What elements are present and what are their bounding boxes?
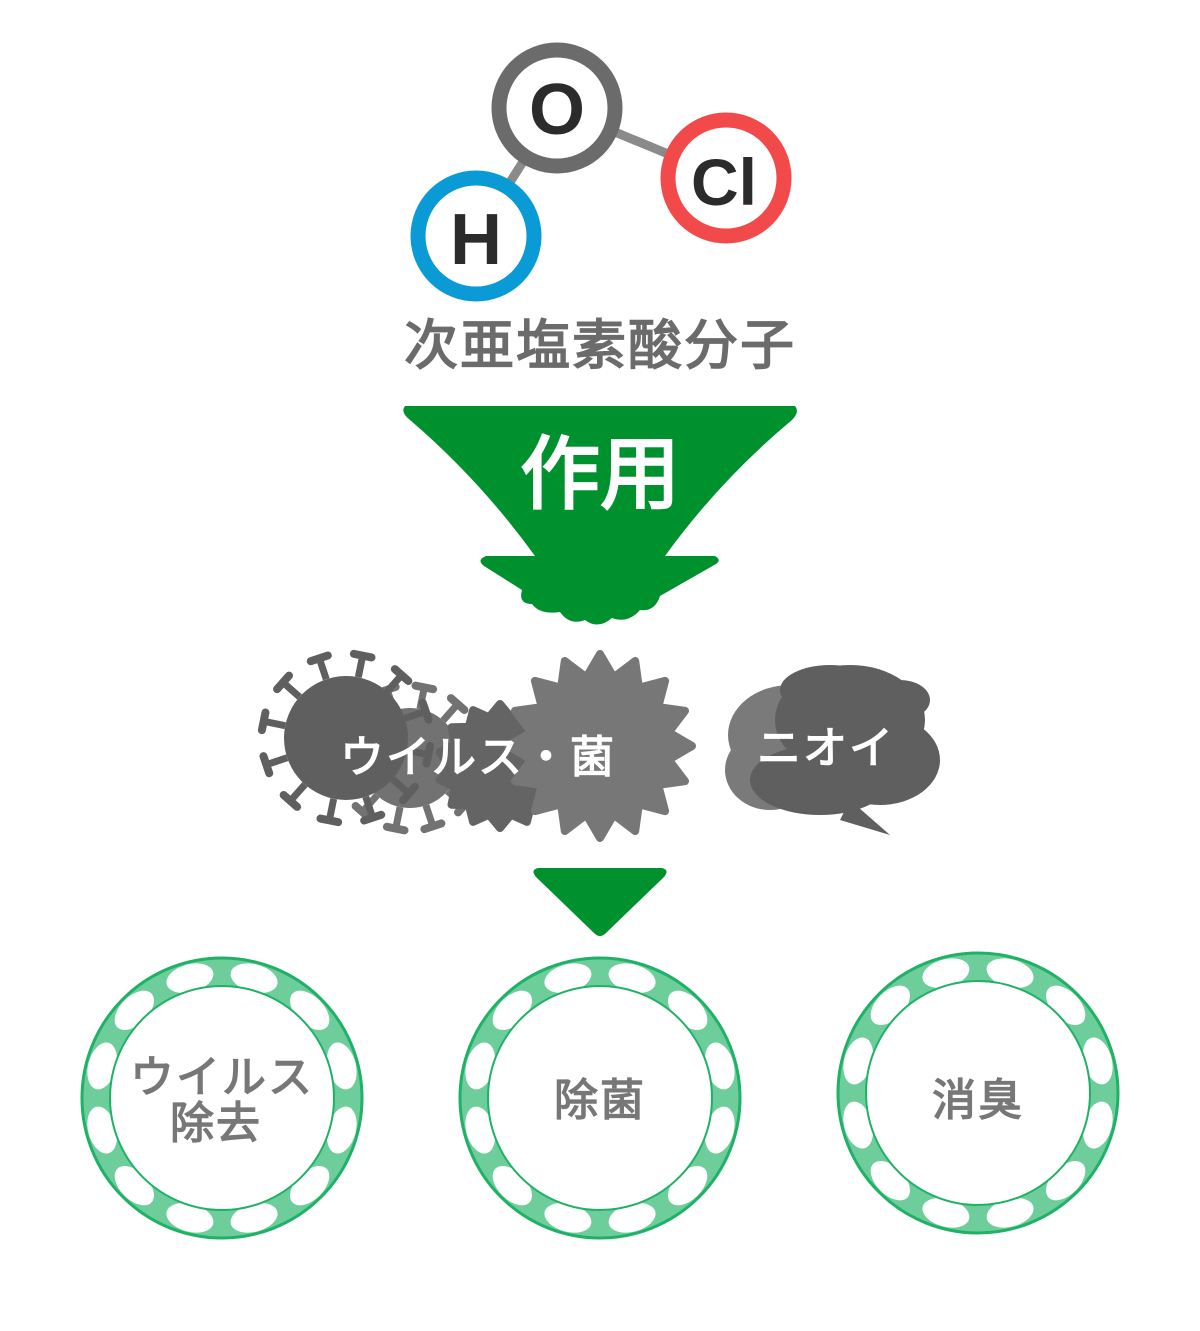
virus-icon bbox=[257, 649, 435, 827]
targets-illustration bbox=[257, 649, 940, 842]
effect-deodorization-label: 消臭 bbox=[932, 1075, 1024, 1126]
atom-cl-label: Cl bbox=[691, 145, 757, 219]
effect-ring-virus-removal bbox=[80, 956, 364, 1240]
action-funnel: 作用 bbox=[403, 406, 797, 625]
atom-o: O bbox=[491, 42, 623, 174]
odor-cloud-icon bbox=[725, 665, 940, 835]
atom-h-label: H bbox=[450, 200, 502, 280]
atom-cl: Cl bbox=[660, 112, 792, 244]
effect-ring-sterilization bbox=[458, 956, 742, 1240]
molecule-name: 次亜塩素酸分子 bbox=[404, 314, 796, 377]
down-arrow-icon bbox=[533, 868, 667, 936]
atom-o-label: O bbox=[529, 70, 585, 150]
molecule: O Cl H bbox=[410, 42, 792, 302]
target-virus-bacteria-label: ウイルス・菌 bbox=[340, 732, 616, 783]
effect-virus-removal-line2: 除去 bbox=[170, 1098, 262, 1149]
target-odor-label: ニオイ bbox=[757, 723, 895, 774]
atom-h: H bbox=[410, 170, 542, 302]
bacteria-icon bbox=[504, 650, 696, 842]
effect-ring-deodorization bbox=[836, 951, 1120, 1235]
effect-virus-removal-line1: ウイルス bbox=[130, 1052, 314, 1103]
action-label: 作用 bbox=[520, 428, 680, 521]
effect-sterilization-label: 除菌 bbox=[554, 1075, 646, 1126]
